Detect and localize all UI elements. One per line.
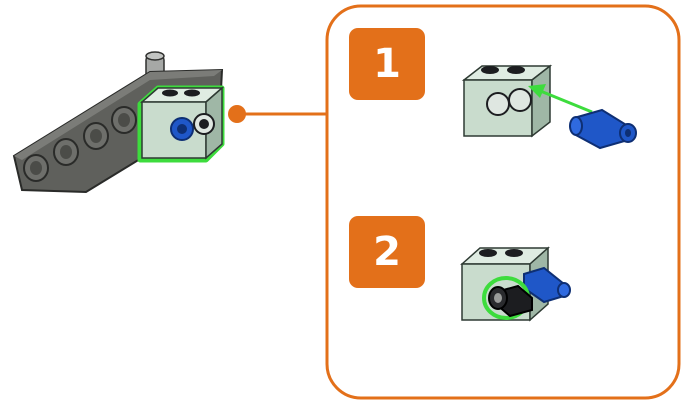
step-2-number: 2 bbox=[373, 229, 401, 275]
overview-assembly-illustration bbox=[12, 51, 225, 194]
insert-arrow-icon bbox=[528, 84, 593, 114]
black-pin-highlighted-icon bbox=[482, 276, 533, 320]
technic-brick-highlighted-icon bbox=[137, 85, 225, 163]
step-2-badge: 2 bbox=[349, 216, 425, 288]
technic-brick-icon bbox=[461, 64, 553, 138]
step-1-number: 1 bbox=[373, 41, 401, 87]
step-1-illustration bbox=[461, 64, 637, 150]
step-2-illustration bbox=[460, 246, 571, 322]
step-1-badge: 1 bbox=[349, 28, 425, 100]
callout-connector-dot bbox=[228, 105, 246, 123]
callout-panel bbox=[325, 4, 681, 400]
blue-pin-icon bbox=[569, 108, 637, 150]
